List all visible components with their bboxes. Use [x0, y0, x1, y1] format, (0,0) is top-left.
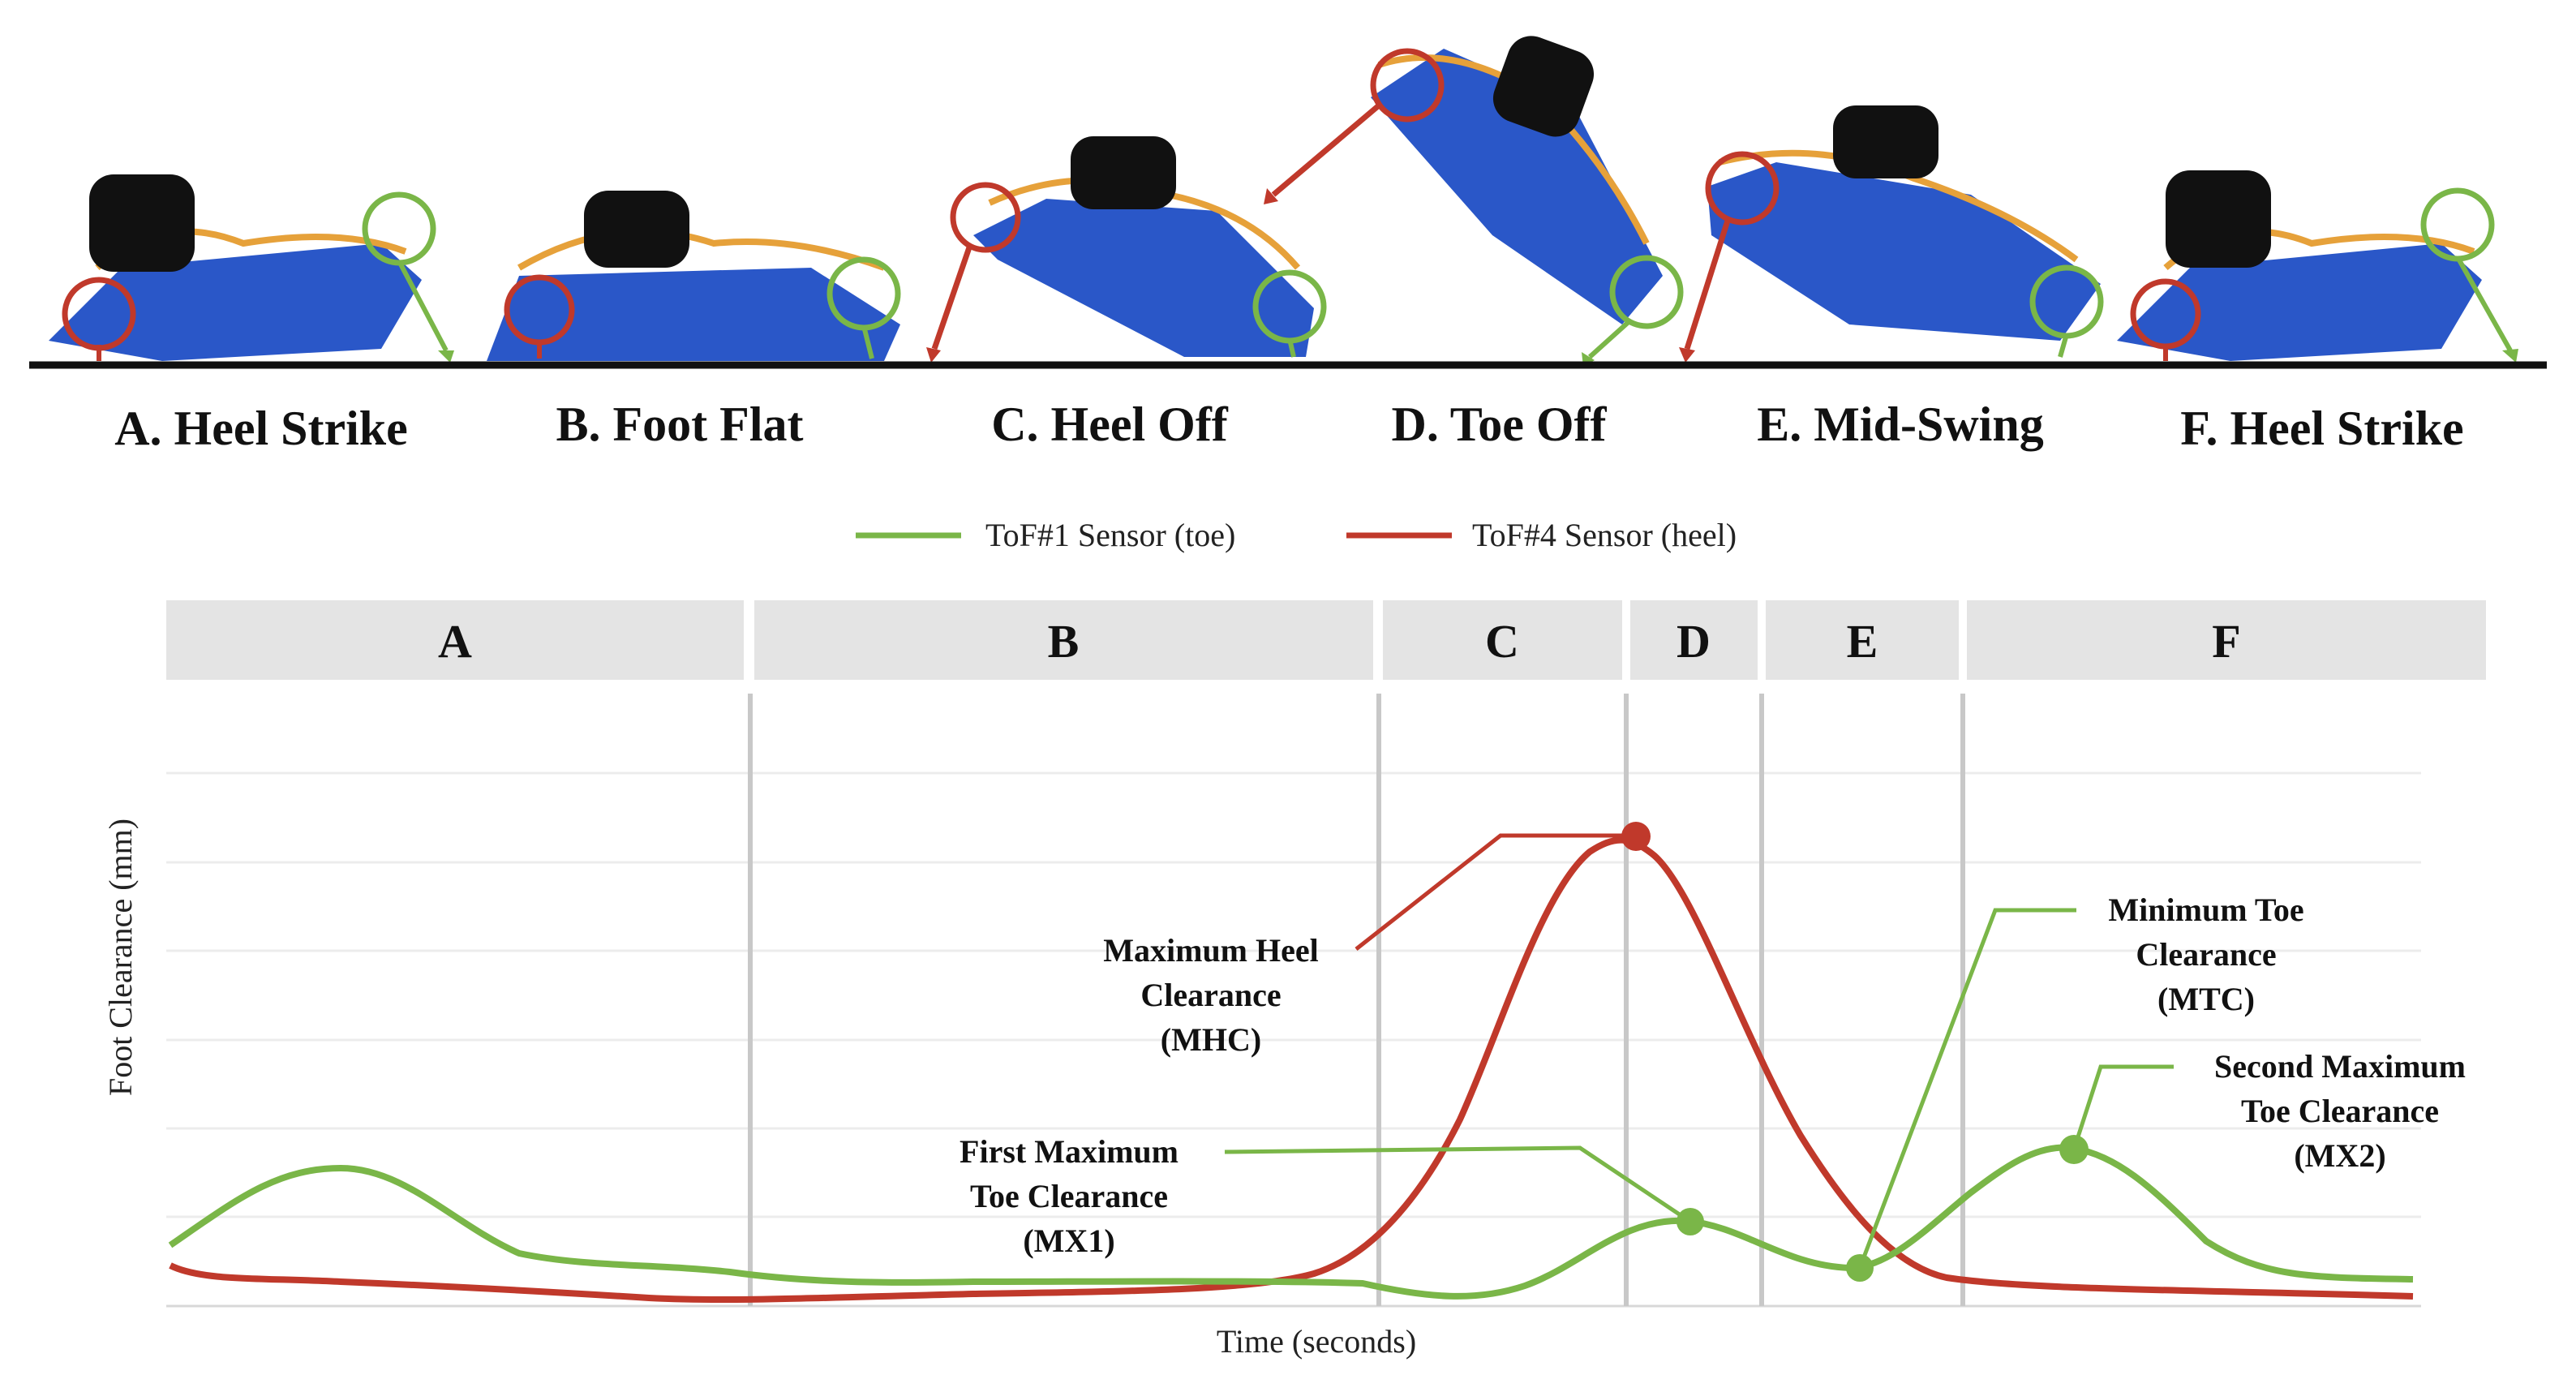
- heel-sensor-curve: [169, 836, 2414, 1304]
- phase-labels: A. Heel Strike B. Foot Flat C. Heel Off …: [114, 397, 2464, 455]
- phase-label-e: E. Mid-Swing: [1757, 397, 2043, 451]
- svg-text:Clearance: Clearance: [1140, 977, 1281, 1013]
- svg-text:Toe Clearance: Toe Clearance: [970, 1178, 1168, 1214]
- band-f: [1967, 600, 2486, 680]
- svg-text:Minimum Toe: Minimum Toe: [2108, 892, 2303, 928]
- annotation-mx1: First Maximum Toe Clearance (MX1): [960, 1133, 1179, 1259]
- legend-label-heel: ToF#4 Sensor (heel): [1472, 517, 1737, 553]
- shoe-illustrations: [29, 36, 2547, 369]
- svg-text:Second Maximum: Second Maximum: [2214, 1048, 2466, 1085]
- band-e: [1766, 600, 1959, 680]
- svg-text:(MX1): (MX1): [1023, 1222, 1114, 1259]
- shoe-image-toe-off: [1264, 36, 1684, 367]
- svg-text:(MHC): (MHC): [1161, 1021, 1261, 1058]
- band-d: [1630, 600, 1758, 680]
- x-axis-label: Time (seconds): [1217, 1323, 1416, 1360]
- band-label-d: D: [1677, 615, 1711, 668]
- band-a: [166, 600, 744, 680]
- band-label-c: C: [1485, 615, 1519, 668]
- phase-label-b: B. Foot Flat: [556, 397, 804, 451]
- phase-label-c: C. Heel Off: [991, 397, 1229, 451]
- svg-text:(MTC): (MTC): [2157, 981, 2255, 1017]
- legend: ToF#1 Sensor (toe) ToF#4 Sensor (heel): [856, 517, 1737, 553]
- legend-label-toe: ToF#1 Sensor (toe): [985, 517, 1235, 553]
- mtc-leader: [1857, 908, 2076, 1269]
- shoe-image-heel-off: [926, 136, 1327, 363]
- shoe-image-mid-swing: [1679, 105, 2104, 363]
- phase-bands: A B C D E F: [166, 600, 2486, 680]
- phase-label-f: F. Heel Strike: [2180, 402, 2463, 455]
- phase-dividers: [748, 694, 1965, 1306]
- band-label-b: B: [1048, 615, 1080, 668]
- band-b: [754, 600, 1373, 680]
- phase-label-d: D. Toe Off: [1391, 397, 1607, 451]
- svg-text:Maximum Heel: Maximum Heel: [1103, 932, 1319, 969]
- toe-sensor-curve: [168, 1144, 2414, 1300]
- plot-gridlines: [166, 771, 2421, 1218]
- band-label-e: E: [1847, 615, 1878, 668]
- shoe-image-foot-flat: [487, 191, 901, 361]
- band-label-f: F: [2212, 615, 2240, 668]
- shoe-image-heel-strike-a: [49, 174, 454, 363]
- shoe-image-heel-strike-f: [2117, 170, 2518, 363]
- svg-text:(MX2): (MX2): [2294, 1137, 2385, 1174]
- band-label-a: A: [438, 615, 472, 668]
- phase-label-a: A. Heel Strike: [114, 402, 408, 455]
- svg-text:Clearance: Clearance: [2136, 936, 2276, 973]
- svg-text:First Maximum: First Maximum: [960, 1133, 1179, 1170]
- annotation-mtc: Minimum Toe Clearance (MTC): [2108, 892, 2303, 1017]
- annotation-mx2: Second Maximum Toe Clearance (MX2): [2214, 1048, 2466, 1174]
- mx2-leader: [2072, 1064, 2174, 1150]
- band-c: [1383, 600, 1622, 680]
- mx1-leader: [1224, 1145, 1692, 1224]
- y-axis-label: Foot Clearance (mm): [102, 819, 139, 1096]
- mhc-leader: [1355, 833, 1636, 951]
- annotation-mhc: Maximum Heel Clearance (MHC): [1103, 932, 1319, 1058]
- svg-text:Toe Clearance: Toe Clearance: [2241, 1093, 2439, 1129]
